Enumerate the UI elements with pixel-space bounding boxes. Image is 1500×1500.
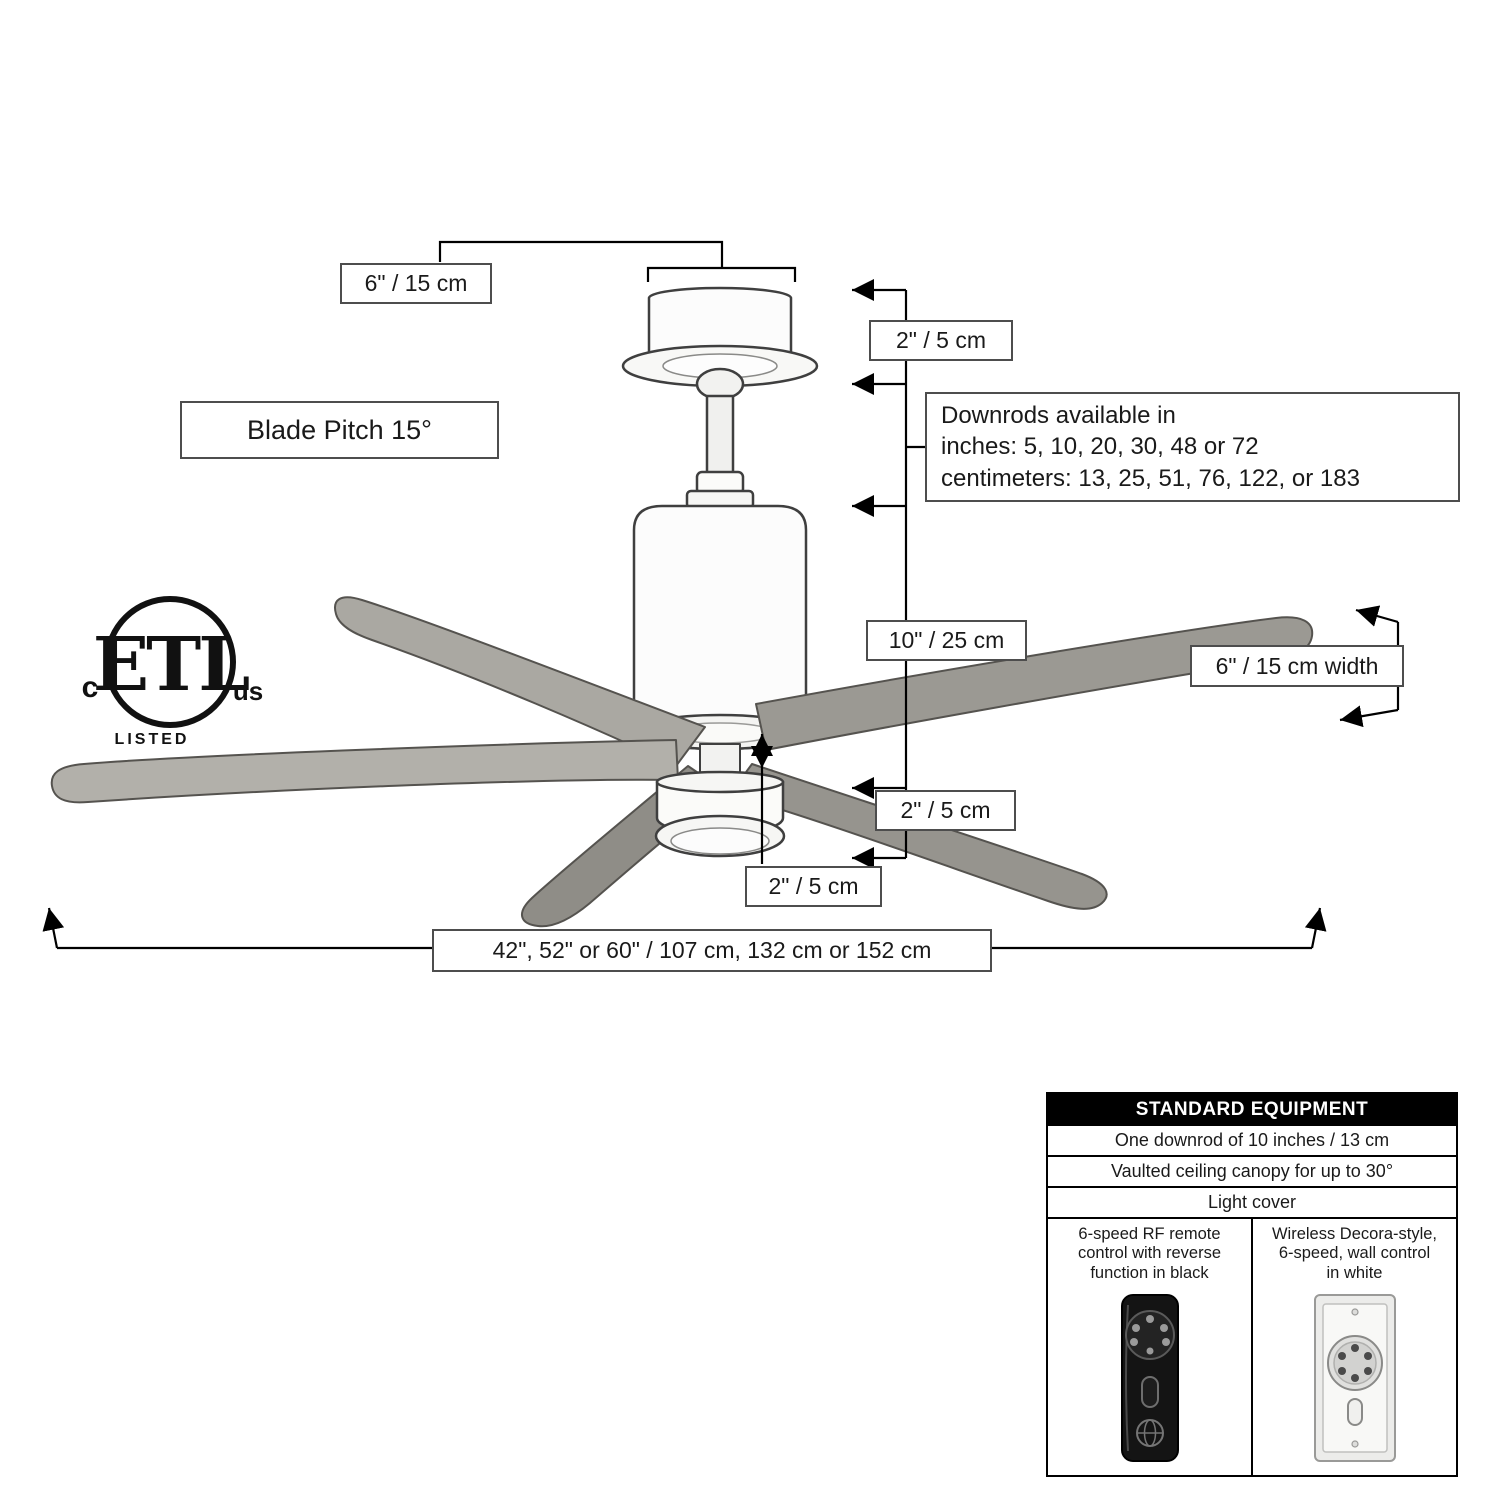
light-lens-glass [670, 827, 770, 855]
remote-highlight [1124, 1304, 1129, 1452]
wall-control-cell: Wireless Decora-style, 6-speed, wall con… [1251, 1219, 1456, 1475]
equipment-row-canopy: Vaulted ceiling canopy for up to 30° [1048, 1157, 1456, 1188]
blade-right [755, 616, 1314, 751]
motor-height-label: 10" / 25 cm [866, 620, 1027, 661]
etl-circle [104, 596, 236, 728]
wall-button [1363, 1367, 1372, 1375]
equipment-row-light-cover: Light cover [1048, 1188, 1456, 1219]
blade-upper-left [334, 596, 706, 767]
fan-downrod [705, 394, 735, 484]
hub-gap-label: 2" / 5 cm [745, 866, 882, 907]
downrods-line-3: centimeters: 13, 25, 51, 76, 122, or 183 [941, 464, 1360, 492]
remote-button [1129, 1338, 1138, 1346]
light-height-label: 2" / 5 cm [875, 790, 1016, 831]
fan-light-kit [654, 770, 786, 858]
wall-button [1337, 1352, 1346, 1360]
downrods-line-1: Downrods available in [941, 402, 1176, 430]
etl-region-c: c [82, 671, 99, 704]
equipment-row-downrod: One downrod of 10 inches / 13 cm [1048, 1126, 1456, 1157]
canopy-height-label: 2" / 5 cm [869, 320, 1013, 361]
fan-canopy [621, 286, 819, 401]
blade-left [50, 739, 679, 804]
remote-button [1161, 1338, 1170, 1346]
canopy-width-label: 6" / 15 cm [340, 263, 492, 304]
remote-button [1131, 1324, 1140, 1332]
light-top-rim [655, 770, 785, 794]
downrods-line-2: inches: 5, 10, 20, 30, 48 or 72 [941, 433, 1259, 461]
wall-button [1350, 1374, 1359, 1382]
remote-oval-button [1140, 1376, 1159, 1408]
etl-listed-mark: ETL c us LISTED [82, 596, 263, 748]
wall-button [1363, 1352, 1372, 1360]
remote-button [1146, 1347, 1153, 1355]
etl-letters: ETL [93, 622, 249, 708]
ceiling-fan-drawing [50, 286, 1314, 928]
blade-width-label: 6" / 15 cm width [1190, 645, 1404, 687]
wall-oval-switch [1346, 1398, 1363, 1426]
wall-plate-screw-bottom [1350, 1440, 1359, 1448]
remote-button [1159, 1324, 1168, 1332]
canopy-width-leader [438, 240, 724, 268]
remote-button-pad [1124, 1310, 1175, 1360]
fan-diameter-label: 42", 52" or 60" / 107 cm, 132 cm or 152 … [432, 929, 992, 972]
canopy-ball [695, 367, 745, 401]
wall-control-caption: Wireless Decora-style, 6-speed, wall con… [1271, 1225, 1438, 1282]
remote-control-caption: 6-speed RF remote control with reverse f… [1077, 1225, 1222, 1282]
equipment-controls-section: 6-speed RF remote control with reverse f… [1048, 1219, 1456, 1475]
diameter-arrow-left [42, 907, 65, 949]
wall-plate-screw-top [1350, 1308, 1359, 1316]
wall-control-image [1313, 1294, 1396, 1462]
blade-width-arrow-top [1355, 605, 1399, 627]
blade-width-arrow-bottom [1339, 705, 1399, 728]
rf-remote-image [1120, 1294, 1179, 1462]
wall-button [1350, 1344, 1359, 1352]
remote-button [1145, 1315, 1154, 1323]
standard-equipment-panel: STANDARD EQUIPMENT One downrod of 10 inc… [1046, 1092, 1458, 1477]
etl-region-us: us [233, 676, 263, 706]
remote-control-cell: 6-speed RF remote control with reverse f… [1048, 1219, 1251, 1475]
blade-pitch-label: Blade Pitch 15° [180, 401, 499, 459]
wall-button [1337, 1367, 1346, 1375]
downrods-info-box: Downrods available in inches: 5, 10, 20,… [925, 392, 1460, 502]
equipment-title: STANDARD EQUIPMENT [1048, 1094, 1456, 1126]
etl-listed-text: LISTED [115, 731, 190, 748]
diameter-arrow-right [1304, 907, 1327, 949]
canopy-width-bracket [646, 266, 797, 282]
